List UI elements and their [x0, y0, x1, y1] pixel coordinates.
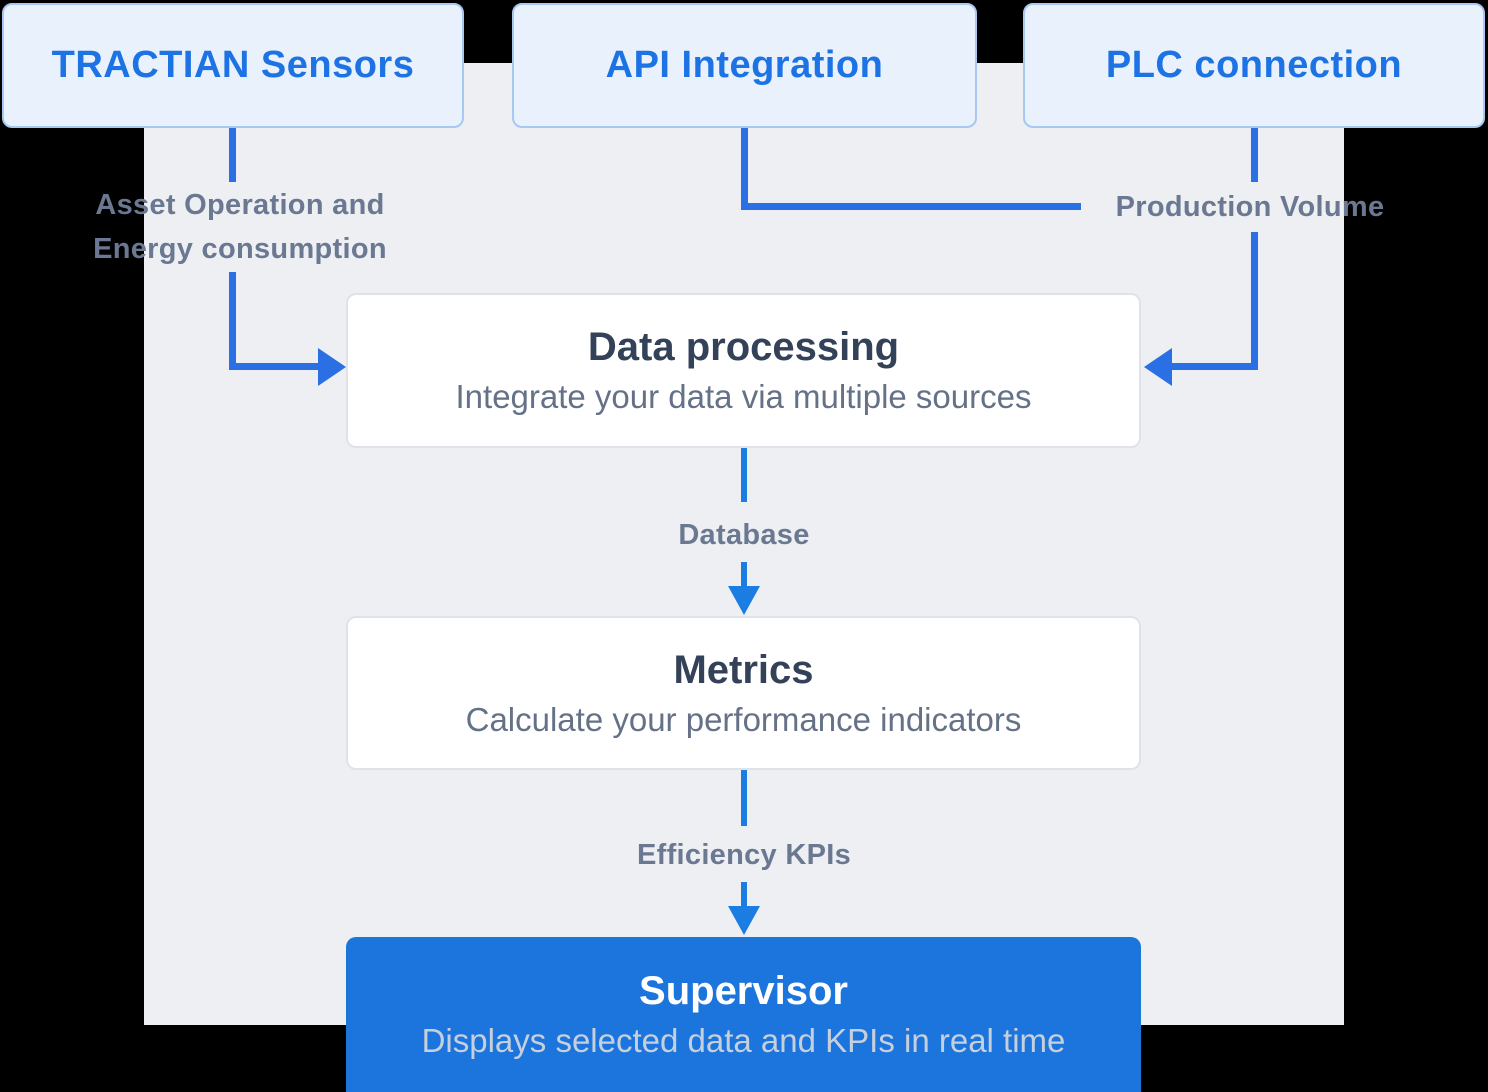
arrow-down-icon [728, 586, 760, 615]
connector-api-vertical [741, 128, 748, 210]
node-metrics: Metrics Calculate your performance indic… [346, 616, 1141, 770]
edge-label-efficiency-kpis: Efficiency KPIs [636, 839, 852, 871]
connector-kpi-segment-bottom [741, 882, 747, 908]
node-data-processing-title: Data processing [587, 325, 900, 370]
edge-label-asset-line2: Energy consumption [93, 233, 387, 265]
node-supervisor-title: Supervisor [639, 969, 848, 1014]
node-plc-connection-label: PLC connection [1105, 44, 1403, 86]
node-plc-connection: PLC connection [1023, 3, 1485, 128]
connector-api-horizontal [741, 203, 1081, 210]
connector-kpi-segment-top [741, 770, 747, 826]
node-api-integration: API Integration [512, 3, 977, 128]
connector-plc-segment-bottom [1251, 232, 1258, 367]
connector-database-segment-top [741, 448, 747, 502]
arrow-down-icon [728, 906, 760, 935]
connector-tractian-elbow [229, 363, 318, 370]
node-data-processing: Data processing Integrate your data via … [346, 293, 1141, 448]
diagram-background-panel [144, 63, 1344, 1025]
connector-tractian-segment-top [229, 128, 236, 182]
arrow-left-icon [1144, 348, 1172, 386]
edge-label-asset-operation: Asset Operation and Energy consumption [60, 183, 420, 271]
edge-label-production-volume: Production Volume [1115, 191, 1385, 223]
connector-plc-elbow [1172, 363, 1258, 370]
node-supervisor-subtitle: Displays selected data and KPIs in real … [421, 1022, 1066, 1060]
node-supervisor: Supervisor Displays selected data and KP… [346, 937, 1141, 1092]
arrow-right-icon [318, 348, 346, 386]
node-metrics-subtitle: Calculate your performance indicators [465, 700, 1022, 738]
connector-database-segment-bottom [741, 562, 747, 588]
edge-label-asset-line1: Asset Operation and [95, 189, 385, 221]
node-tractian-sensors: TRACTIAN Sensors [2, 3, 464, 128]
edge-label-database: Database [678, 519, 810, 551]
connector-tractian-segment-bottom [229, 272, 236, 367]
node-api-integration-label: API Integration [605, 44, 884, 86]
node-metrics-title: Metrics [673, 647, 814, 692]
node-data-processing-subtitle: Integrate your data via multiple sources [455, 378, 1032, 416]
node-tractian-sensors-label: TRACTIAN Sensors [51, 44, 415, 86]
connector-plc-segment-top [1251, 128, 1258, 182]
